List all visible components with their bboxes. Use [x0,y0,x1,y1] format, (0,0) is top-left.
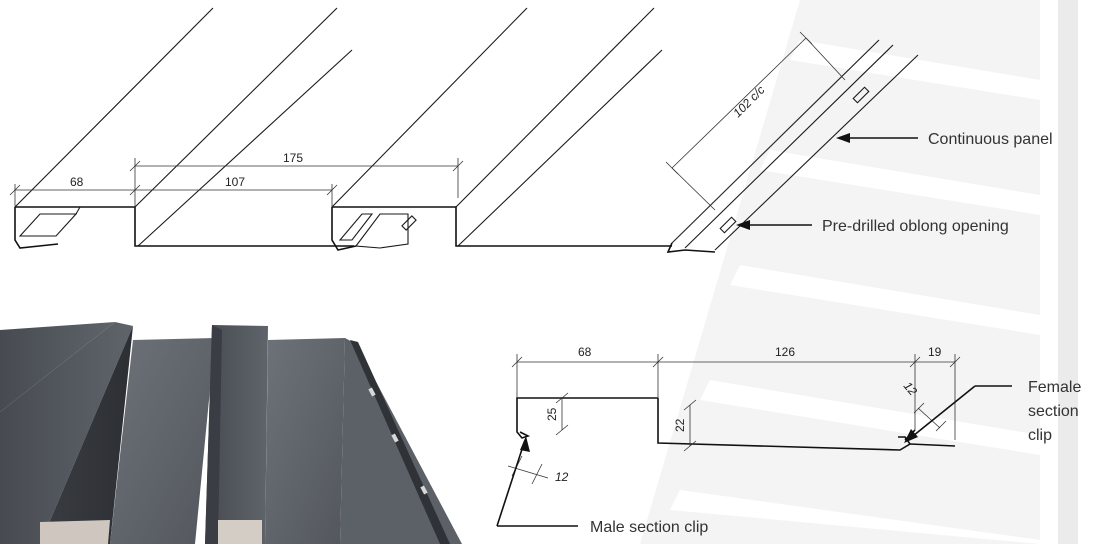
top-dim-68: 68 [70,175,84,189]
panel-photo [0,322,462,544]
section-dim-12-male: 12 [555,470,569,484]
top-dim-102cc: 102 c/c [730,83,767,120]
top-dim-175: 175 [283,151,303,165]
background-stripes [640,0,1078,544]
continuous-panel-label: Continuous panel [928,131,1053,148]
cross-section-drawing: 68 126 19 25 22 12 12 [507,345,961,485]
female-label-1: Female [1028,379,1081,396]
female-label-3: clip [1028,427,1052,444]
section-dim-19: 19 [928,345,942,359]
male-clip-label: Male section clip [590,519,708,536]
callout-male-clip: Male section clip [496,436,708,536]
female-label-2: section [1028,403,1079,420]
callout-female-clip: Female section clip [904,379,1081,444]
section-dim-25: 25 [545,407,559,421]
section-dim-126: 126 [775,345,795,359]
oblong-opening-label: Pre-drilled oblong opening [822,218,1009,235]
callout-oblong-opening: Pre-drilled oblong opening [736,218,1009,235]
top-panel-drawing: 68 175 107 102 c/c [9,7,919,253]
section-dim-68: 68 [578,345,592,359]
callout-continuous-panel: Continuous panel [836,131,1053,148]
section-dim-22: 22 [673,418,687,432]
top-dim-107: 107 [225,175,245,189]
